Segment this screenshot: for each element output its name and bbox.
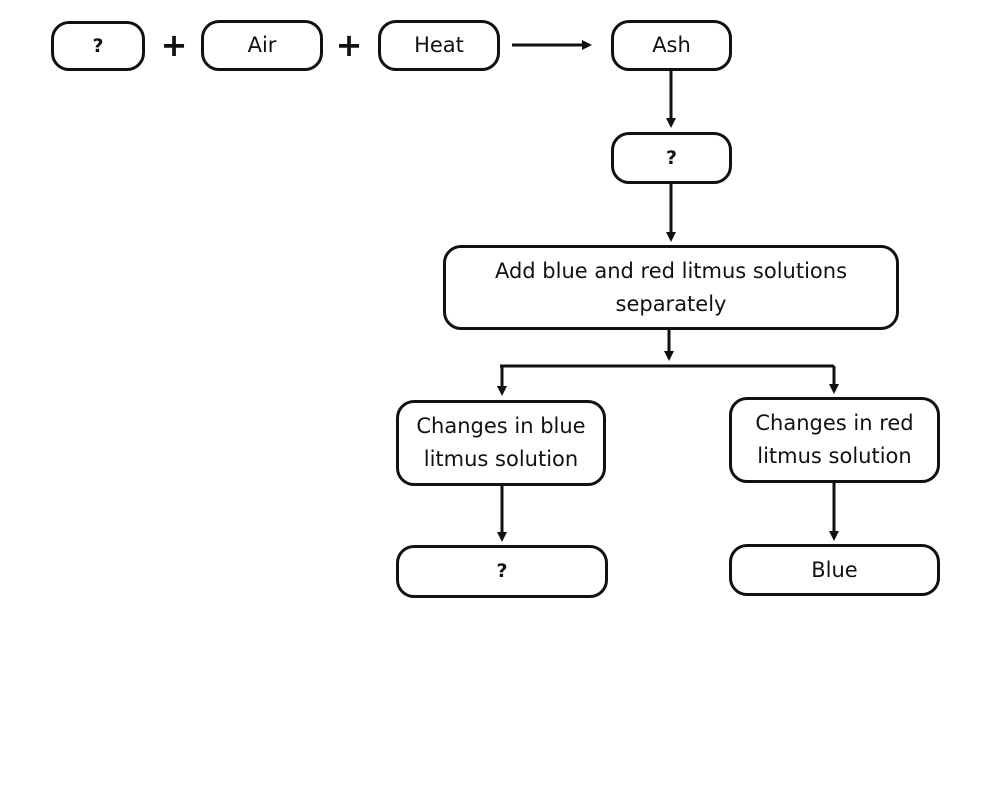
ash-box: Ash (611, 20, 732, 71)
plus-sign-1: + (160, 26, 188, 64)
blue-litmus-branch-box: Changes in blue litmus solution (396, 400, 606, 486)
air-box: Air (201, 20, 323, 71)
blue-litmus-result-unknown-box: ? (396, 545, 608, 598)
unknown-reactant-box: ? (51, 21, 145, 71)
red-litmus-branch-box: Changes in red litmus solution (729, 397, 940, 483)
heat-box: Heat (378, 20, 500, 71)
plus-sign-2: + (335, 26, 363, 64)
litmus-test-step-box: Add blue and red litmus solutions separa… (443, 245, 899, 330)
red-litmus-result-box: Blue (729, 544, 940, 596)
ash-result-unknown-box: ? (611, 132, 732, 184)
